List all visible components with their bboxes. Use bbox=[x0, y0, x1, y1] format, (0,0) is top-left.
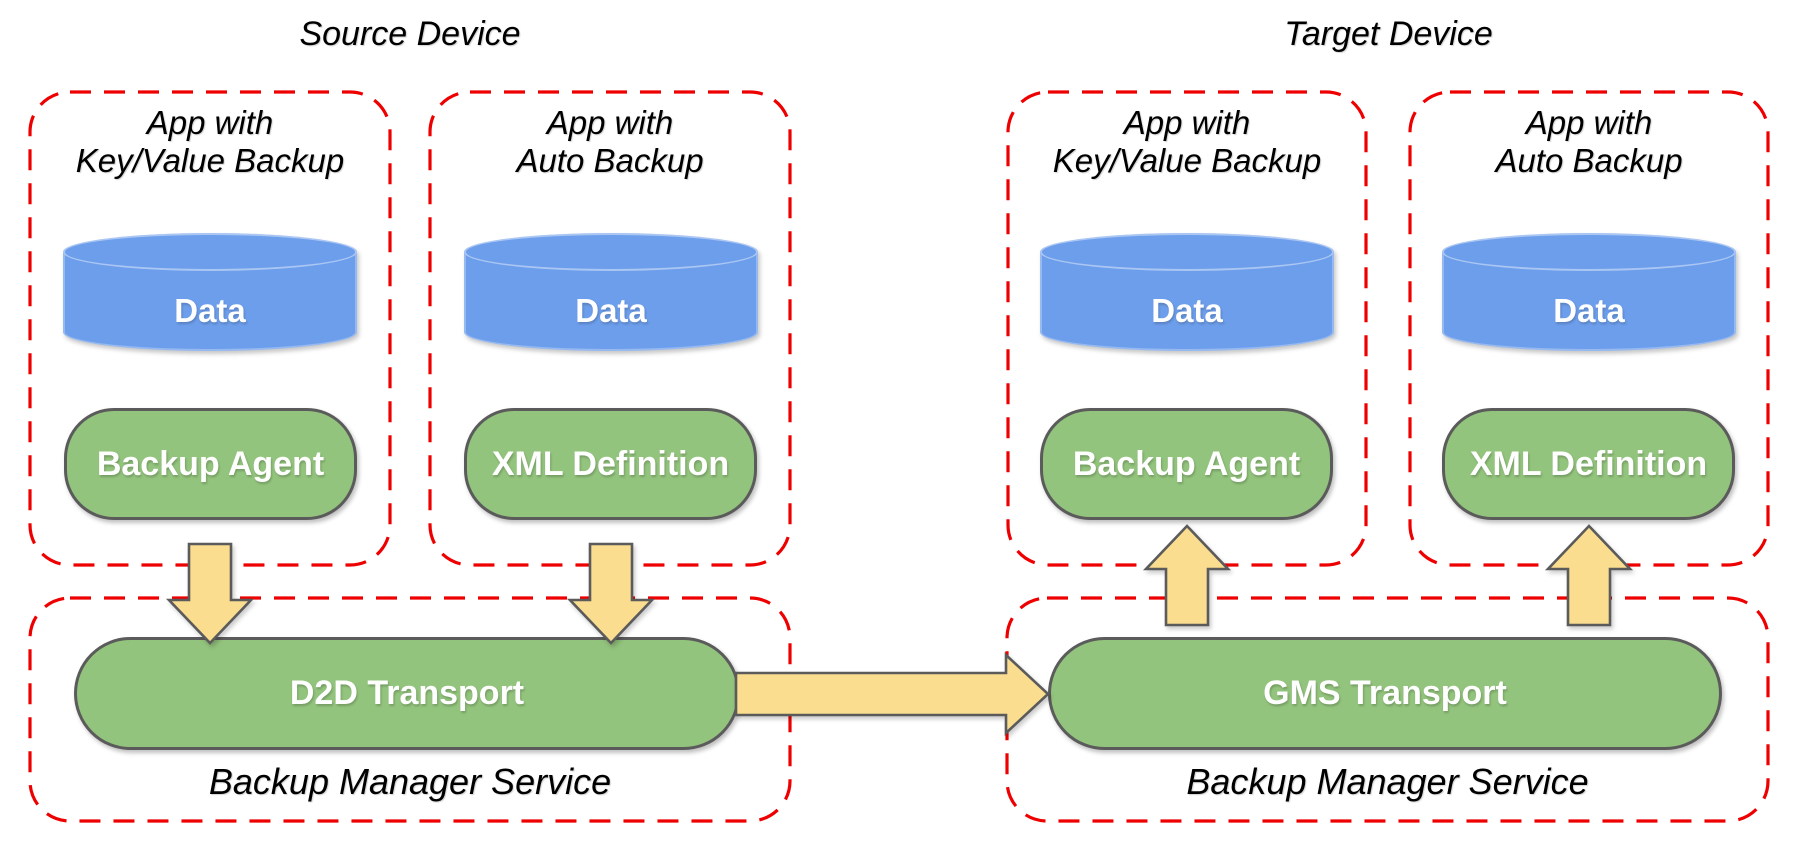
target-keyvalue-app-label: App with Key/Value Backup bbox=[1006, 104, 1368, 180]
app-label-line: Key/Value Backup bbox=[75, 142, 345, 179]
target-auto-data-cylinder: Data bbox=[1442, 233, 1736, 351]
source-xml-definition-pill: XML Definition bbox=[464, 408, 757, 520]
pill-label: Backup Agent bbox=[1072, 444, 1301, 483]
source-backup-manager-frame bbox=[28, 596, 792, 823]
app-label-line: Auto Backup bbox=[1495, 142, 1683, 179]
target-keyvalue-data-cylinder: Data bbox=[1040, 233, 1334, 351]
target-device-title: Target Device bbox=[1284, 15, 1493, 53]
source-backup-manager-label: Backup Manager Service bbox=[208, 761, 612, 802]
data-label: Data bbox=[575, 292, 647, 329]
cylinder-top-ellipse bbox=[1442, 233, 1736, 271]
arrow-gms-to-backup-agent bbox=[1142, 524, 1232, 627]
app-label-line: App with bbox=[546, 104, 674, 141]
source-backup-agent-pill: Backup Agent bbox=[64, 408, 357, 520]
app-label-line: App with bbox=[1123, 104, 1251, 141]
pill-label: Backup Agent bbox=[96, 444, 325, 483]
app-label-line: App with bbox=[1525, 104, 1653, 141]
pill-label: GMS Transport bbox=[1263, 674, 1507, 712]
arrow-xml-to-d2d bbox=[566, 542, 656, 645]
cylinder-top-ellipse bbox=[63, 233, 357, 271]
source-auto-data-cylinder: Data bbox=[464, 233, 758, 351]
source-device-title: Source Device bbox=[299, 15, 521, 53]
cylinder-top-ellipse bbox=[464, 233, 758, 271]
arrow-gms-to-xml bbox=[1544, 524, 1634, 627]
d2d-transport-pill: D2D Transport bbox=[74, 637, 740, 750]
data-label: Data bbox=[1553, 292, 1625, 329]
arrow-backup-agent-to-d2d bbox=[165, 542, 255, 645]
gms-transport-pill: GMS Transport bbox=[1048, 637, 1722, 750]
pill-label: D2D Transport bbox=[289, 674, 525, 712]
source-keyvalue-app-label: App with Key/Value Backup bbox=[28, 104, 392, 180]
arrow-d2d-to-gms bbox=[734, 652, 1050, 736]
source-auto-app-label: App with Auto Backup bbox=[428, 104, 792, 180]
cylinder-top-ellipse bbox=[1040, 233, 1334, 271]
source-keyvalue-data-cylinder: Data bbox=[63, 233, 357, 351]
target-xml-definition-pill: XML Definition bbox=[1442, 408, 1735, 520]
app-label-line: Key/Value Backup bbox=[1052, 142, 1322, 179]
app-label-line: Auto Backup bbox=[516, 142, 704, 179]
pill-label: XML Definition bbox=[491, 444, 730, 483]
data-label: Data bbox=[174, 292, 246, 329]
target-backup-manager-label: Backup Manager Service bbox=[1186, 761, 1589, 802]
target-backup-manager-frame bbox=[1005, 596, 1770, 823]
app-label-line: App with bbox=[146, 104, 274, 141]
pill-label: XML Definition bbox=[1469, 444, 1708, 483]
target-auto-app-label: App with Auto Backup bbox=[1408, 104, 1770, 180]
data-label: Data bbox=[1151, 292, 1223, 329]
target-backup-agent-pill: Backup Agent bbox=[1040, 408, 1333, 520]
